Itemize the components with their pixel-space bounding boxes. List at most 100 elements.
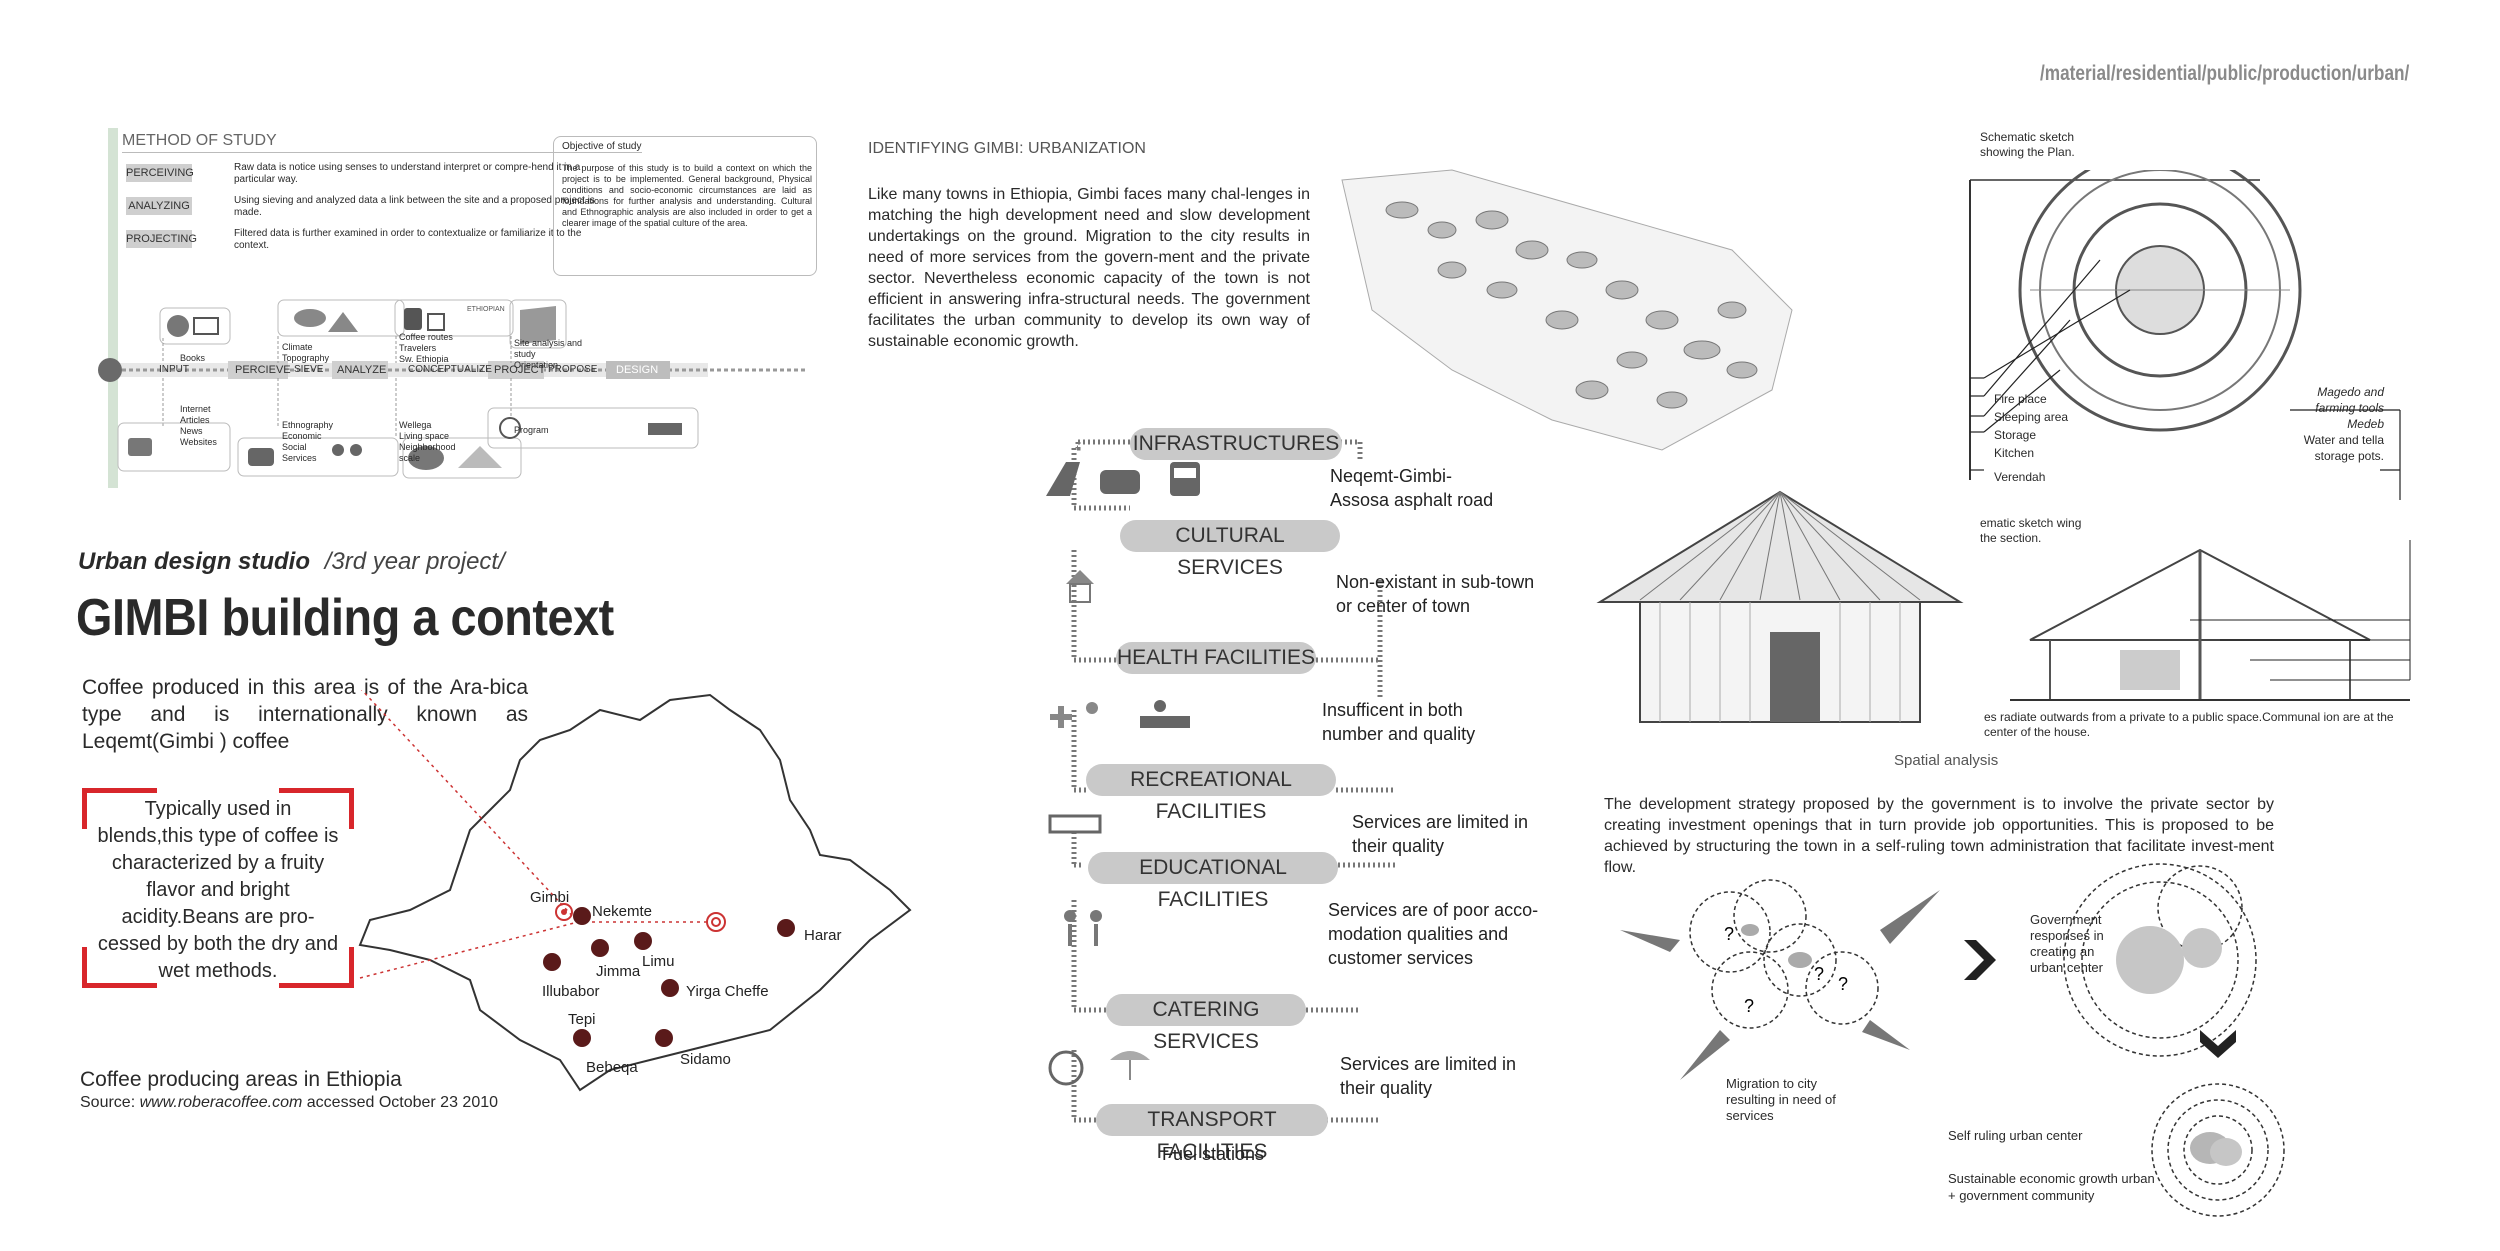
plan-labels: Fire place Sleeping area Storage Kitchen… <box>1994 390 2068 486</box>
telephone-icon <box>1100 470 1140 494</box>
place-label: Tepi <box>568 1011 596 1028</box>
input-down-item: News <box>180 426 203 436</box>
concept-up-item: Travelers <box>399 343 437 353</box>
method-rule <box>122 152 642 153</box>
ethiopian-logo: ETHIOPIAN <box>467 306 505 313</box>
place-label: Jimma <box>596 963 641 980</box>
place-label: Illubabor <box>542 983 600 1000</box>
clinic-icon <box>1050 702 1098 728</box>
church-icon <box>427 313 445 331</box>
concept-down-item: Neighborhood <box>399 442 456 452</box>
studio-subtitle: Urban design studio /3rd year project/ <box>78 548 505 576</box>
propose-program: Program <box>514 425 549 435</box>
quote-bracket-bl <box>82 947 157 988</box>
service-pill: HEALTH FACILITIES <box>1116 642 1316 674</box>
objective-text: The purpose of this study is to build a … <box>562 163 812 228</box>
step-label: PERCEIVING <box>126 164 194 182</box>
hut-plan-sketch <box>1969 170 2401 500</box>
propose-up-item: Site analysis and <box>514 338 583 348</box>
mountain-icon <box>328 312 358 332</box>
village-sketch <box>1341 169 1793 451</box>
bus-icon <box>1170 462 1200 496</box>
plan-label: Sleeping area <box>1994 410 2069 424</box>
hut-section-sketch <box>2010 540 2411 701</box>
step-label: ANALYZING <box>126 197 192 215</box>
concept-down-item: scale <box>399 453 421 463</box>
service-pill: RECREATIONAL FACILITIES <box>1086 764 1336 823</box>
place-label: Nekemte <box>592 903 652 920</box>
hospital-bed-icon <box>1140 700 1190 728</box>
section-caption: ematic sketch wing the section. <box>1980 516 2082 545</box>
page-title: GIMBI building a context <box>76 589 614 647</box>
studio-subtitle-bold: Urban design studio <box>78 548 311 575</box>
government-response-note: Government responses in creating an urba… <box>2030 912 2104 975</box>
flow-label-propose: PROPOSE <box>548 364 598 375</box>
flow-label-design: DESIGN <box>616 364 659 376</box>
plate-icon <box>499 417 521 439</box>
objective-title: Objective of study <box>562 141 642 152</box>
method-sidebar-bar <box>108 128 118 488</box>
flow-label-input: INPUT <box>159 364 189 375</box>
coffee-pot-icon <box>543 907 795 1047</box>
church-icon <box>1066 570 1094 603</box>
flow-label-sieve: SIEVE <box>294 364 324 375</box>
strategy-text: The development strategy proposed by the… <box>1604 796 2274 876</box>
migration-note: Migration to city resulting in need of s… <box>1726 1076 1836 1123</box>
sustainable-note: Sustainable economic growth urban + gove… <box>1948 1171 2155 1203</box>
step-label: PROJECTING <box>126 230 197 248</box>
place-label: Bebeqa <box>586 1059 638 1076</box>
service-pill: EDUCATIONAL FACILITIES <box>1088 852 1338 911</box>
place-label: Yirga Cheffe <box>686 983 769 1000</box>
plan-right-note: Water and tella storage pots. <box>2303 433 2384 463</box>
concept-up-item: Coffee routes <box>399 332 453 342</box>
flow-label-conceptualize: CONCEPTUALIZE <box>408 364 492 375</box>
ethiopia-outline <box>358 693 912 1092</box>
source-prefix: Source: <box>80 1094 140 1111</box>
service-note: Neqemt-Gimbi-Assosa asphalt road <box>1330 466 1494 510</box>
place-label: Harar <box>804 927 842 944</box>
source-link[interactable]: www.roberacoffee.com <box>139 1094 303 1111</box>
input-down-item: Articles <box>180 415 210 425</box>
service-note: Non-existant in sub-town or center of to… <box>1336 572 1535 616</box>
book-icon <box>193 317 219 335</box>
plan-caption: Schematic sketch showing the Plan. <box>1980 130 2075 159</box>
concept-up-item: Sw. Ethiopia <box>399 354 449 364</box>
studio-subtitle-light: /3rd year project/ <box>324 548 505 575</box>
step-text: Raw data is notice using senses to under… <box>234 162 581 185</box>
bed-icon <box>1048 814 1102 834</box>
phone-icon <box>248 448 274 466</box>
plan-label: Verendah <box>1994 470 2046 484</box>
concept-up-list: Coffee routes Travelers Sw. Ethiopia <box>399 332 453 365</box>
service-note: Services are of poor acco-modation quali… <box>1328 900 1539 968</box>
hut-icon <box>458 446 502 468</box>
plan-right-notes: Magedo and farming tools Medeb Water and… <box>2284 384 2384 464</box>
road-icon <box>1046 462 1080 496</box>
service-note: Fuel stations <box>1162 1144 1265 1164</box>
strategy-diagram: ? ? ? ? <box>1620 863 2285 1217</box>
path-breadcrumb: /material/residential/public/production/… <box>2040 62 2410 85</box>
section-note: es radiate outwards from a private to a … <box>1984 710 2394 739</box>
table-umbrella-icon <box>1110 1051 1150 1080</box>
plan-label: Fire place <box>1994 392 2047 406</box>
urbanization-heading: IDENTIFYING GIMBI: URBANIZATION <box>868 140 1146 157</box>
step-text: Using sieving and analyzed data a link b… <box>234 195 595 218</box>
flow-label-analyze: ANALYZE <box>337 364 387 376</box>
step-text: Filtered data is further examined in ord… <box>234 228 582 251</box>
service-pill: TRANSPORT FACILITIES <box>1096 1104 1328 1163</box>
sieve-down-item: Social <box>282 442 307 452</box>
map-source: Source: www.roberacoffee.com accessed Oc… <box>80 1094 498 1112</box>
objective-box: Objective of study The purpose of this s… <box>553 136 817 276</box>
hut-elevation-sketch <box>1596 490 1964 723</box>
input-down-item: Websites <box>180 437 217 447</box>
plan-right-note: Magedo and farming tools <box>2315 385 2384 415</box>
question-mark: ? <box>1724 924 1734 944</box>
coffee-intro: Coffee produced in this area is of the A… <box>82 676 528 753</box>
propose-up-item: study <box>514 349 536 359</box>
input-down-item: Internet <box>180 404 211 414</box>
ethiopia-map: Gimbi Nekemte Harar Limu Jimma Illubabor… <box>358 690 912 1092</box>
plan-label: Storage <box>1994 428 2037 442</box>
sieve-up-item: Climate <box>282 342 313 352</box>
plan-right-note: Medeb <box>2347 417 2384 431</box>
question-mark: ? <box>1814 964 1824 984</box>
self-ruling-note: Self ruling urban center <box>1948 1128 2083 1143</box>
